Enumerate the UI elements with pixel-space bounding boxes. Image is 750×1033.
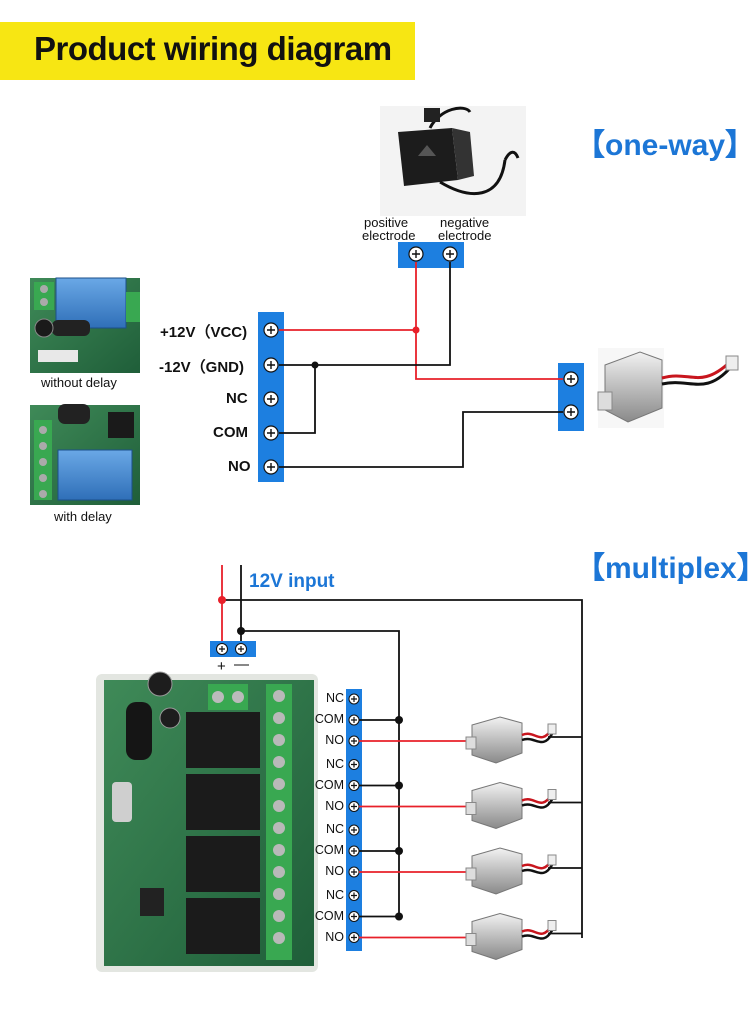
channel-2-nc-label: NC: [325, 756, 344, 771]
terminal-label-vcc: +12V（VCC): [160, 324, 248, 341]
channel-2-com-junction: [395, 781, 403, 790]
no-screw: [263, 459, 279, 475]
board-with-delay-image: [30, 404, 140, 505]
input-minus-sign: —: [234, 656, 249, 673]
terminal-label-nc: NC: [226, 390, 248, 407]
channel-2-com-label: COM: [314, 777, 344, 792]
terminal-label-no: NO: [228, 458, 251, 475]
board-without-delay-image: [30, 277, 140, 373]
channel-1-com-screw: [348, 714, 360, 726]
input-black-junction: [237, 627, 245, 635]
title-banner: [0, 22, 415, 80]
power-adapter-image: [380, 106, 526, 216]
channel-3-com-junction: [395, 847, 403, 855]
one-way-wires: [279, 262, 563, 468]
input-negative-screw: [235, 643, 247, 655]
com-screw: [263, 425, 279, 441]
channel-3-com-label: COM: [314, 843, 344, 857]
multiplex-title: 【multiplex】: [575, 552, 750, 585]
channel-2-lock-image: [465, 781, 557, 830]
channel-3-lock-image: [465, 847, 557, 895]
one-way-title: 【one-way】: [575, 129, 750, 162]
board-caption-without-delay: without delay: [41, 375, 117, 390]
four-channel-board-image: [96, 671, 318, 972]
channel-3-nc-label: NC: [325, 822, 344, 836]
channel-4-lock-image: [465, 912, 557, 961]
channel-2-no-label: NO: [325, 798, 344, 813]
channel-4-no-label: NO: [325, 929, 344, 944]
vcc-screw: [263, 322, 279, 338]
adapter-positive-screw: [408, 246, 424, 262]
channel-4-nc-label: NC: [325, 887, 344, 902]
page-title: Product wiring diagram: [34, 30, 392, 67]
channel-2-no-screw: [348, 801, 360, 812]
input-voltage-label: 12V input: [249, 571, 335, 592]
channel-1-no-label: NO: [325, 733, 344, 747]
nc-screw: [263, 391, 279, 407]
lock-positive-screw: [563, 371, 579, 387]
red-junction-dot: [412, 326, 420, 334]
channel-3-nc-screw: [348, 824, 360, 836]
channel-1-nc-label: NC: [325, 691, 344, 705]
gnd-screw: [263, 357, 279, 373]
channel-4-no-screw: [348, 932, 360, 943]
lock-negative-screw: [563, 404, 579, 420]
channel-1-lock-image: [465, 716, 557, 764]
input-positive-screw: [216, 643, 228, 655]
channel-2-nc-screw: [348, 759, 360, 770]
electric-lock-image: [597, 348, 739, 428]
channel-1-no-screw: [348, 735, 360, 747]
adapter-negative-screw: [442, 246, 458, 262]
input-plus-sign: +: [217, 658, 226, 675]
channel-1-com-junction: [395, 716, 403, 724]
multiplex-terminal-strip: [346, 689, 362, 951]
terminal-label-gnd: -12V（GND): [159, 359, 245, 376]
channel-1-com-label: COM: [314, 712, 344, 726]
terminal-label-com: COM: [213, 424, 248, 441]
channel-4-com-screw: [348, 911, 360, 922]
channel-4-com-label: COM: [314, 908, 344, 923]
multiplex-input-wires: [221, 565, 583, 938]
channel-2-com-screw: [348, 780, 360, 791]
channel-4-com-junction: [395, 912, 403, 921]
channel-4-nc-screw: [348, 890, 360, 901]
black-junction-dot: [311, 361, 319, 369]
multiplex-wires: [359, 716, 582, 939]
board-caption-with-delay: with delay: [54, 509, 112, 524]
input-red-junction: [218, 596, 226, 604]
channel-1-nc-screw: [348, 693, 360, 705]
channel-3-no-screw: [348, 866, 360, 878]
channel-3-com-screw: [348, 845, 360, 857]
channel-3-no-label: NO: [325, 864, 344, 878]
